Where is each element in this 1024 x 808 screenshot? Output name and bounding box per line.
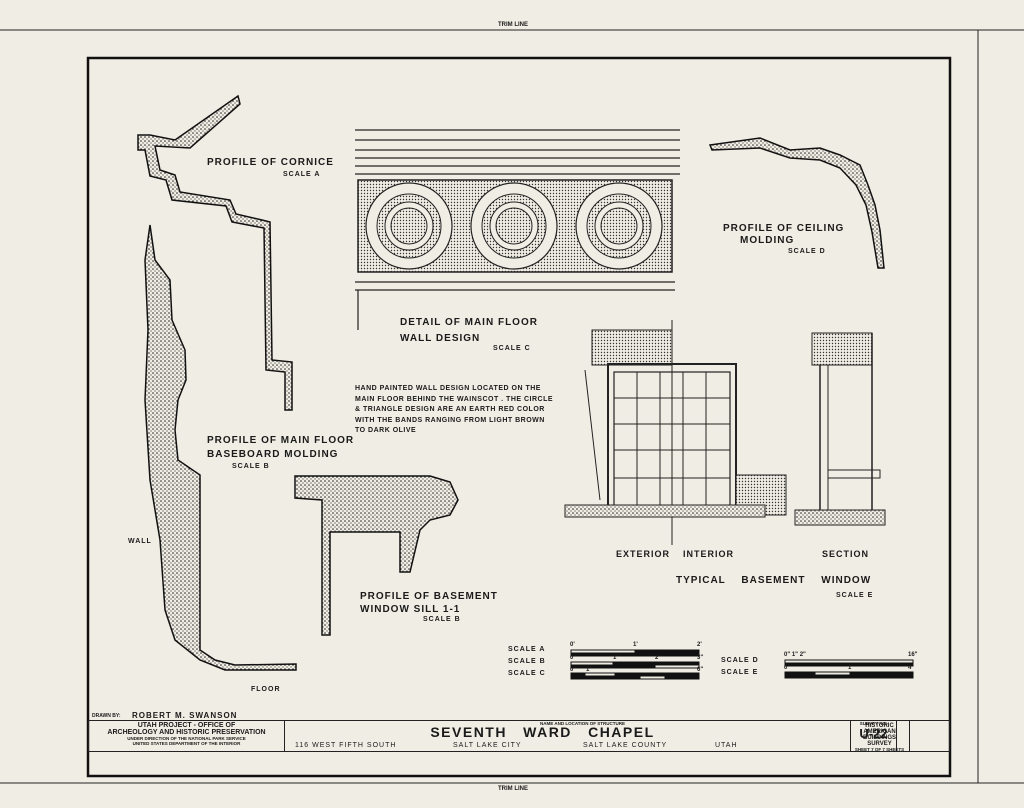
sill-scale: SCALE B — [423, 616, 461, 623]
scale-a-label: SCALE A — [508, 646, 546, 653]
basement-window-elevation — [564, 320, 787, 545]
wall-design-detail — [355, 129, 680, 330]
scale-tick: 2' — [697, 642, 702, 648]
scale-tick: 0" — [570, 667, 577, 673]
survey-cell: SURVEY NO. U-22 — [851, 721, 897, 751]
scale-tick: 1' — [633, 642, 638, 648]
scale-tick: 6" — [697, 667, 704, 673]
scale-tick: 4' — [908, 665, 913, 671]
note-line: TO DARK OLIVE — [355, 427, 417, 434]
survey-caption: SURVEY NO. — [859, 721, 888, 726]
interior-label: INTERIOR — [683, 549, 735, 559]
basement-window-section — [794, 332, 886, 526]
scale-tick: 3" — [697, 655, 704, 661]
scale-tick: 16" — [908, 652, 918, 658]
cornice-profile — [137, 94, 293, 411]
wall-design-title-1: DETAIL OF MAIN FLOOR — [400, 317, 538, 328]
scale-c-label: SCALE C — [508, 670, 546, 677]
state: UTAH — [715, 742, 738, 749]
drawn-by: ROBERT M. SWANSON — [132, 711, 238, 720]
scale-d-label: SCALE D — [721, 657, 759, 664]
habs-block: HISTORIC AMERICAN BUILDINGS SURVEY SHEET… — [850, 720, 950, 752]
scale-tick: 0" — [570, 655, 577, 661]
wall-label: WALL — [128, 538, 152, 545]
wall-design-title-2: WALL DESIGN — [400, 333, 481, 344]
sill-title-1: PROFILE OF BASEMENT — [360, 591, 498, 602]
baseboard-title-1: PROFILE OF MAIN FLOOR — [207, 435, 355, 446]
scale-tick: 1" — [586, 667, 593, 673]
note-line: MAIN FLOOR BEHIND THE WAINSCOT . THE CIR… — [355, 395, 554, 403]
city: SALT LAKE CITY — [453, 742, 522, 749]
scale-tick: 1' — [848, 665, 853, 671]
wall-design-note: HAND PAINTED WALL DESIGN LOCATED ON THE … — [355, 384, 553, 437]
wall-design-scale: SCALE C — [493, 345, 531, 352]
exterior-label: EXTERIOR — [616, 549, 671, 559]
ceiling-molding-profile — [708, 137, 885, 269]
section-label: SECTION — [822, 549, 870, 559]
sill-title-2: WINDOW SILL 1-1 — [360, 604, 461, 615]
ceiling-scale: SCALE D — [788, 248, 826, 255]
window-title: TYPICAL BASEMENT WINDOW — [676, 575, 872, 586]
org-line: ARCHEOLOGY AND HISTORIC PRESERVATION — [107, 729, 266, 736]
ceiling-title-1: PROFILE OF CEILING — [723, 223, 845, 234]
ceiling-title-2: MOLDING — [740, 235, 795, 246]
structure-cell: NAME AND LOCATION OF STRUCTURE SEVENTH W… — [285, 721, 851, 751]
org-line: UNDER DIRECTION OF THE NATIONAL PARK SER… — [127, 736, 246, 741]
habs-cell: HISTORIC AMERICAN BUILDINGS SURVEY SHEET… — [850, 721, 910, 752]
structure-name: SEVENTH WARD CHAPEL — [430, 724, 655, 740]
baseboard-profile — [144, 224, 297, 671]
scale-e-label: SCALE E — [721, 669, 759, 676]
org-cell: UTAH PROJECT - OFFICE OF ARCHEOLOGY AND … — [89, 721, 285, 751]
scale-tick: 0' — [570, 642, 575, 648]
note-line: & TRIANGLE DESIGN ARE AN EARTH RED COLOR — [355, 406, 545, 413]
cornice-scale: SCALE A — [283, 171, 321, 178]
scale-b-label: SCALE B — [508, 658, 546, 665]
sheet-border — [86, 56, 952, 778]
org-line: UTAH PROJECT - OFFICE OF — [137, 722, 236, 729]
survey-number: U-22 — [859, 726, 888, 741]
note-line: WITH THE BANDS RANGING FROM LIGHT BROWN — [355, 416, 545, 424]
scale-tick: 0' — [784, 665, 789, 671]
scale-tick: 2" — [655, 655, 662, 661]
baseboard-scale: SCALE B — [232, 463, 270, 470]
baseboard-title-2: BASEBOARD MOLDING — [207, 449, 339, 460]
address: 116 WEST FIFTH SOUTH — [295, 742, 397, 749]
sheet-number: SHEET 7 OF 7 SHEETS — [854, 747, 905, 752]
scale-bars — [570, 649, 914, 680]
scale-tick: 1" — [613, 655, 620, 661]
trim-line-top-label: TRIM LINE — [498, 22, 528, 28]
habs-line: BUILDINGS SURVEY — [863, 735, 896, 747]
floor-label: FLOOR — [251, 686, 281, 693]
habs-line: HISTORIC AMERICAN — [863, 723, 896, 735]
cornice-title: PROFILE OF CORNICE — [207, 157, 334, 168]
org-line: UNITED STATES DEPARTMENT OF THE INTERIOR — [132, 741, 241, 746]
window-scale: SCALE E — [836, 592, 874, 599]
scale-tick: 0" 1" 2" — [784, 652, 806, 658]
title-block: UTAH PROJECT - OFFICE OF ARCHEOLOGY AND … — [88, 720, 950, 752]
note-line: HAND PAINTED WALL DESIGN LOCATED ON THE — [355, 385, 541, 392]
drawn-by-label: DRAWN BY: — [92, 713, 121, 719]
name-caption: NAME AND LOCATION OF STRUCTURE — [540, 721, 625, 726]
sill-profile — [294, 475, 459, 636]
trim-line-bottom-label: TRIM LINE — [498, 786, 528, 792]
county: SALT LAKE COUNTY — [583, 742, 668, 749]
